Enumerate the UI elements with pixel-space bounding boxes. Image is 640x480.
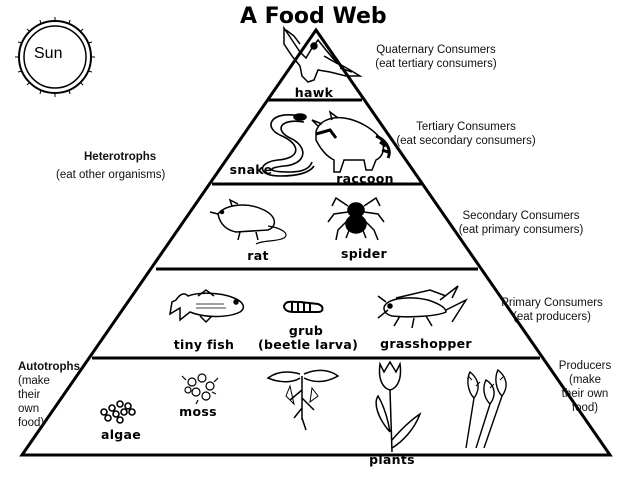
level-quaternary-name: Quaternary Consumers [376, 44, 496, 56]
level-tertiary-name: Tertiary Consumers [416, 121, 516, 133]
level-secondary-note: (eat primary consumers) [458, 224, 584, 236]
spider-icon [327, 196, 385, 241]
level-primary-note: (eat producers) [513, 311, 591, 323]
level-secondary-name: Secondary Consumers [462, 210, 580, 222]
autotrophs-note-1: (make [18, 375, 50, 387]
heterotrophs-note: (eat other organisms) [56, 169, 166, 181]
autotrophs-note-4: food) [18, 417, 45, 429]
raccoon-label: raccoon [336, 171, 394, 186]
autotrophs-name: Autotrophs [18, 361, 80, 373]
grub-icon [282, 300, 324, 313]
autotrophs-note-3: own [18, 403, 40, 415]
grub-label: grub (beetle larva) [258, 323, 359, 352]
pyramid-outline [19, 27, 613, 457]
heterotrophs-name: Heterotrophs [84, 151, 157, 163]
level-primary-name: Primary Consumers [501, 297, 603, 309]
diagram-title: A Food Web [240, 4, 387, 29]
level-tertiary-note: (eat secondary consumers) [396, 135, 536, 147]
level-producers-note-1: (make [569, 374, 601, 386]
rat-label: rat [247, 248, 269, 263]
hawk-icon [283, 25, 363, 83]
level-secondary: Secondary Consumers (eat primary consume… [446, 209, 596, 237]
seedling-icon [266, 369, 340, 431]
level-producers-note-3: food) [571, 402, 599, 414]
spider-label: spider [340, 246, 388, 261]
grasshopper-icon [377, 285, 469, 329]
level-tertiary: Tertiary Consumers (eat secondary consum… [394, 120, 538, 148]
rat-icon [209, 198, 287, 245]
grub-label-line-1: grub [288, 323, 324, 338]
plants-label: plants [369, 452, 415, 467]
autotrophs-note-2: their [18, 389, 41, 401]
tiny-fish-label: tiny fish [173, 337, 235, 352]
moss-icon [181, 373, 219, 405]
hawk-label: hawk [294, 85, 334, 100]
moss-label: moss [179, 404, 217, 419]
snake-icon [261, 113, 315, 177]
level-producers-name: Producers [558, 360, 612, 372]
level-producers: Producers (make their own food) [550, 359, 620, 415]
wheat-icon [465, 368, 507, 449]
level-quaternary-note: (eat tertiary consumers) [375, 58, 497, 70]
grasshopper-label: grasshopper [380, 336, 472, 351]
algae-icon [100, 400, 136, 424]
level-quaternary: Quaternary Consumers (eat tertiary consu… [364, 43, 508, 71]
sun-icon [15, 17, 95, 97]
tiny-fish-icon [168, 289, 245, 324]
algae-label: algae [100, 427, 142, 442]
raccoon-icon [311, 110, 391, 173]
level-primary: Primary Consumers (eat producers) [492, 296, 612, 324]
grub-label-line-2: (beetle larva) [258, 337, 359, 352]
snake-label: snake [229, 162, 273, 177]
tulip-icon [375, 360, 422, 453]
sun-label: Sun [34, 45, 63, 62]
level-producers-note-2: their own [561, 388, 609, 400]
autotrophs-label: Autotrophs (make their own food) [18, 360, 80, 430]
